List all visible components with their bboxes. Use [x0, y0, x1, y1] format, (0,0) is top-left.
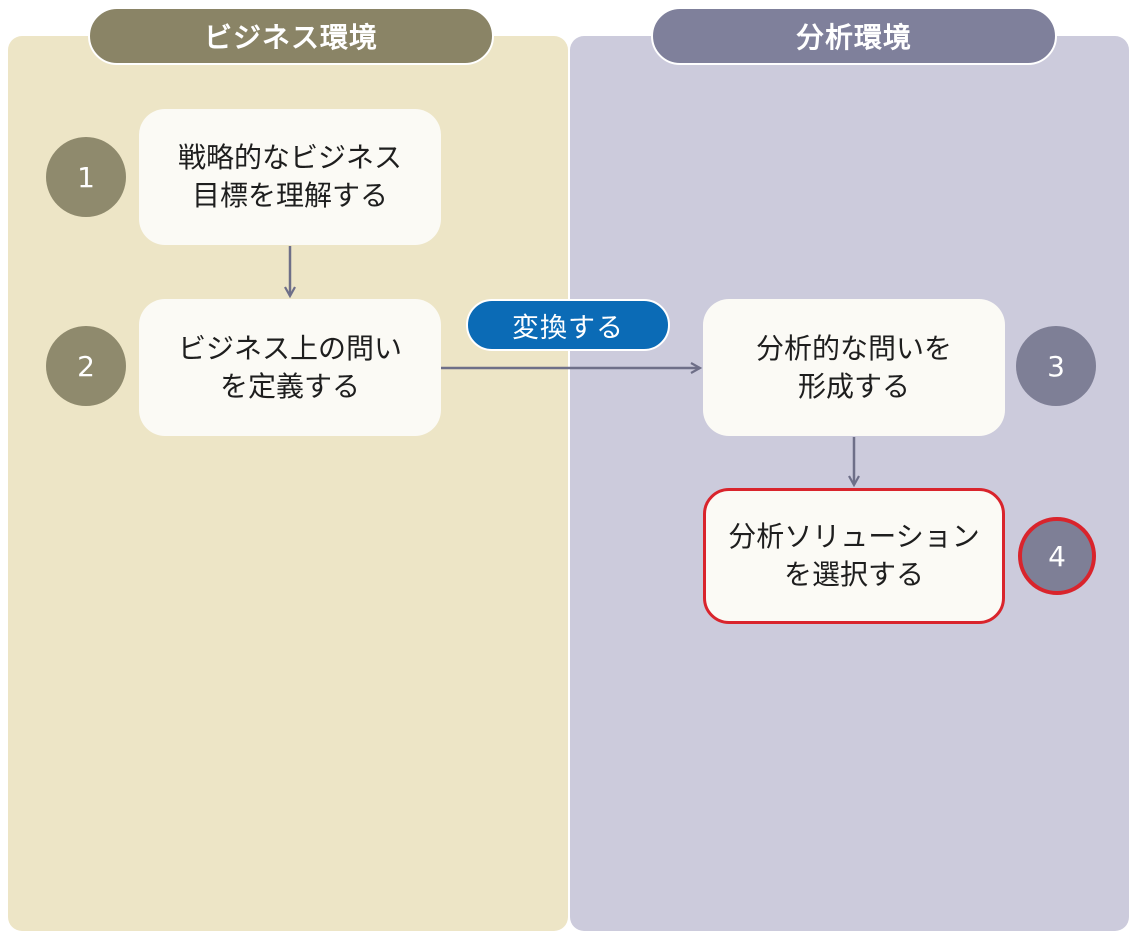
step-1-line-1: 戦略的なビジネス: [177, 141, 402, 174]
step-1-line-2: 目標を理解する: [191, 179, 388, 212]
business-environment-header: ビジネス環境: [88, 7, 494, 65]
step-3-number-badge: 3: [1016, 326, 1096, 406]
step-3-line-2: 形成する: [797, 369, 910, 403]
analysis-environment-header: 分析環境: [651, 7, 1057, 65]
analysis-environment-lane: [570, 36, 1129, 931]
step-3-box: 分析的な問いを 形成する: [703, 299, 1005, 436]
step-2-box: ビジネス上の問い を定義する: [139, 299, 441, 436]
step-4-box-highlighted: 分析ソリューション を選択する: [703, 488, 1005, 624]
step-4-line-2: を選択する: [783, 558, 924, 591]
step-2-number-badge: 2: [46, 326, 126, 406]
step-3-line-1: 分析的な問いを: [755, 331, 952, 365]
step-4-line-1: 分析ソリューション: [728, 520, 980, 553]
step-1-number-badge: 1: [46, 137, 126, 217]
step-2-line-1: ビジネス上の問い: [177, 331, 402, 365]
transform-label: 変換する: [466, 299, 670, 351]
step-4-number-badge-highlighted: 4: [1018, 517, 1096, 595]
step-2-line-2: を定義する: [219, 369, 360, 403]
step-1-box: 戦略的なビジネス 目標を理解する: [139, 109, 441, 245]
